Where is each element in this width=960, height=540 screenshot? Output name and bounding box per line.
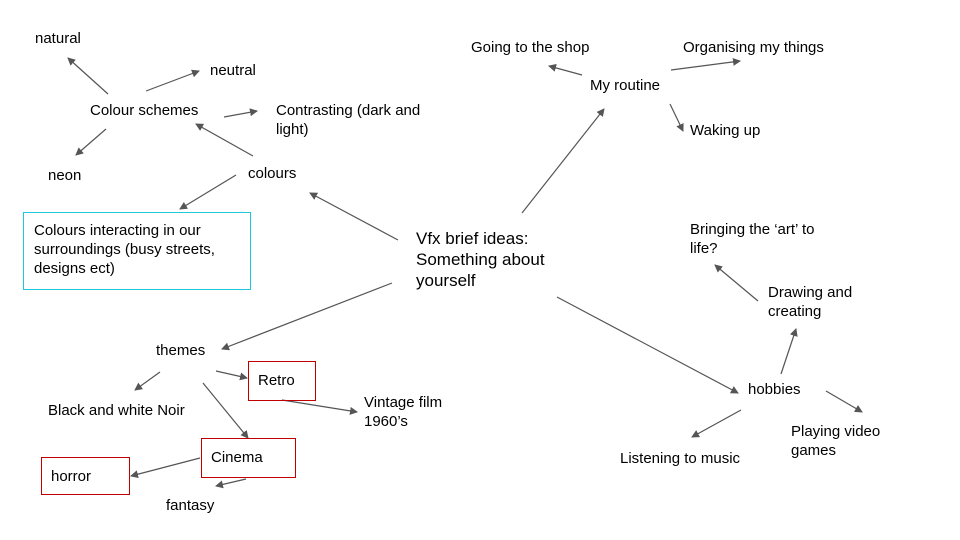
arrow-colours-to-surroundings [179, 174, 237, 210]
node-retro-box: Retro [248, 361, 316, 401]
arrow-schemes-to-neon [75, 128, 107, 156]
arrow-center-to-colours [309, 192, 399, 241]
node-listening-to-music: Listening to music [620, 450, 741, 467]
node-organising-my-things: Organising my things [683, 39, 824, 56]
arrow-drawing-to-art [714, 264, 759, 302]
arrow-retro-to-vintage [281, 399, 358, 415]
node-black-and-white-noir: Black and white Noir [48, 402, 185, 419]
node-bringing-art-to-life: Bringing the ‘art’ to life? [690, 221, 815, 257]
node-neon: neon [48, 167, 82, 184]
node-hobbies: hobbies [748, 381, 801, 398]
arrow-cinema-to-horror [130, 457, 201, 479]
arrow-schemes-to-contrasting [223, 108, 258, 118]
arrow-hobbies-to-music [691, 409, 742, 438]
arrow-themes-to-noir [134, 371, 161, 391]
arrow-hobbies-to-drawing [780, 328, 798, 375]
arrow-themes-to-cinema [202, 382, 249, 439]
arrow-schemes-to-natural [67, 57, 109, 95]
node-themes: themes [156, 342, 206, 359]
arrow-center-to-routine [521, 108, 605, 214]
arrow-center-to-themes [221, 282, 393, 351]
node-fantasy: fantasy [166, 497, 215, 514]
arrow-routine-to-shop [548, 63, 583, 76]
arrow-hobbies-to-games [825, 390, 863, 413]
node-colours: colours [248, 165, 297, 182]
node-neutral: neutral [210, 62, 256, 79]
node-horror-box: horror [41, 457, 130, 495]
node-playing-video-games: Playing video games [791, 423, 881, 459]
arrow-schemes-to-neutral [145, 69, 200, 92]
node-vintage-film: Vintage film 1960’s [364, 394, 443, 430]
arrow-center-to-hobbies [556, 296, 739, 394]
arrow-routine-to-waking [669, 103, 684, 132]
arrow-cinema-to-fantasy [215, 478, 247, 489]
arrow-themes-to-retro [215, 370, 248, 381]
node-colour-schemes: Colour schemes [90, 102, 199, 119]
node-natural: natural [35, 30, 81, 47]
arrow-routine-to-organising [670, 57, 741, 71]
arrow-colours-to-schemes [195, 123, 254, 157]
node-colours-surroundings-box: Colours interacting in our surroundings … [23, 212, 251, 290]
node-my-routine: My routine [590, 77, 661, 94]
node-going-to-the-shop: Going to the shop [471, 39, 590, 56]
node-drawing-and-creating: Drawing and creating [768, 284, 853, 320]
node-cinema-box: Cinema [201, 438, 296, 478]
node-contrasting: Contrasting (dark and light) [276, 102, 421, 138]
central-topic: Vfx brief ideas: Something about yoursel… [416, 229, 545, 290]
node-waking-up: Waking up [690, 122, 761, 139]
